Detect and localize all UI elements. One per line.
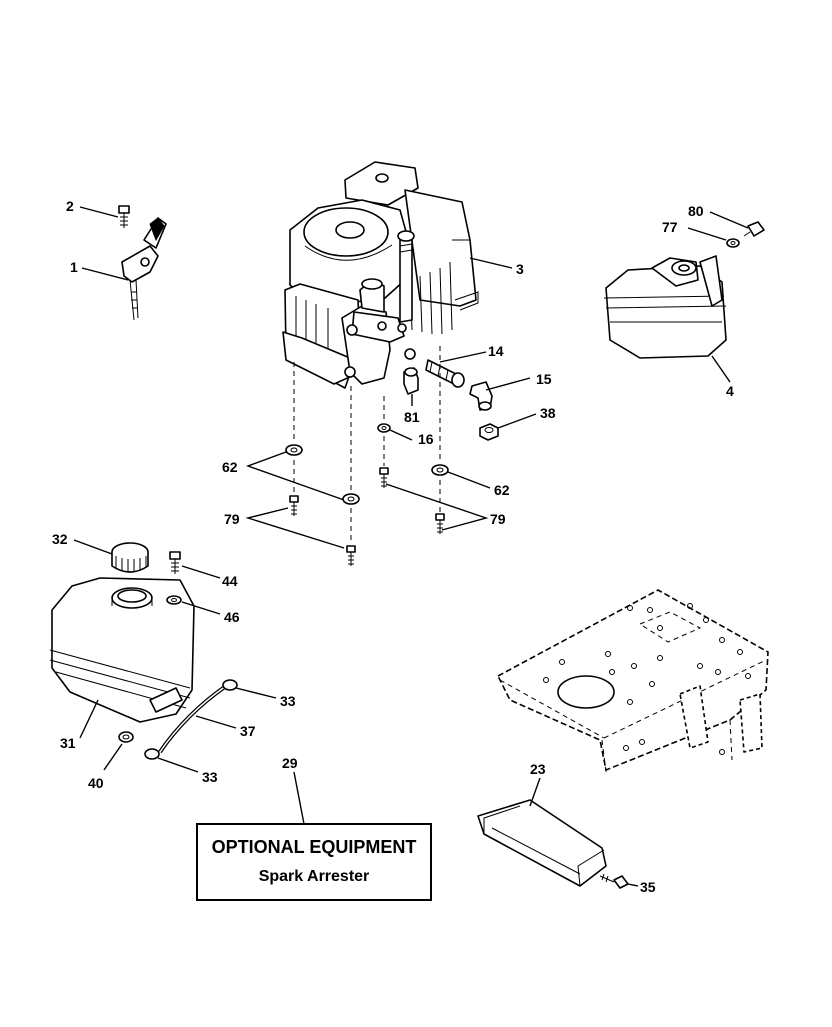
callout-23: 23	[530, 761, 546, 777]
leader-33b	[157, 757, 199, 773]
callout-62a: 62	[222, 459, 238, 475]
washer-16-part	[377, 423, 391, 433]
callout-4: 4	[726, 383, 734, 399]
callout-79b: 79	[490, 511, 506, 527]
fuel-line-37-part	[158, 684, 228, 754]
chassis-frame-part	[497, 589, 769, 773]
callout-62b: 62	[494, 482, 510, 498]
leader-35	[627, 883, 639, 887]
leader-40	[103, 743, 123, 771]
heat-shield-part	[477, 799, 607, 887]
leader-32	[73, 539, 113, 555]
leader-44	[181, 565, 221, 579]
spark-arrester-label: Spark Arrester	[258, 868, 370, 885]
elbow-15-part	[469, 381, 493, 411]
callout-14: 14	[488, 343, 504, 359]
leader-23	[529, 777, 541, 807]
fuel-tank-part	[49, 577, 195, 723]
leader-15	[485, 377, 531, 391]
engine-part	[282, 161, 479, 389]
optional-equipment-title: OPTIONAL EQUIPMENT	[211, 837, 417, 857]
throttle-control-part	[121, 217, 167, 321]
callout-29: 29	[282, 755, 298, 771]
callout-3: 3	[516, 261, 524, 277]
fitting-81-part	[403, 367, 419, 395]
bolt-80-part	[743, 221, 765, 237]
leader-79a	[245, 507, 345, 549]
leader-79b	[385, 483, 489, 531]
callout-79a: 79	[224, 511, 240, 527]
callout-46: 46	[224, 609, 240, 625]
leader-29	[293, 771, 305, 825]
screw-2-part	[118, 205, 130, 228]
leader-62a	[245, 451, 345, 501]
callout-33a: 33	[280, 693, 296, 709]
optional-equipment-box: OPTIONAL EQUIPMENT Spark Arrester	[196, 823, 432, 901]
leader-46	[181, 601, 221, 615]
leader-3	[469, 257, 513, 269]
leader-77	[687, 227, 727, 241]
callout-38: 38	[540, 405, 556, 421]
leader-33a	[235, 687, 277, 699]
leader-14	[439, 351, 487, 363]
callout-31: 31	[60, 735, 76, 751]
callout-15: 15	[536, 371, 552, 387]
screw-35-part	[599, 873, 629, 889]
leader-2	[79, 206, 119, 218]
callout-40: 40	[88, 775, 104, 791]
washer-77-part	[726, 238, 740, 248]
callout-81: 81	[404, 409, 420, 425]
callout-80: 80	[688, 203, 704, 219]
fuel-fitting-14-part	[425, 359, 465, 388]
callout-32: 32	[52, 531, 68, 547]
callout-1: 1	[70, 259, 78, 275]
leader-62b	[447, 471, 491, 489]
callout-35: 35	[640, 879, 656, 895]
mounting-hardware	[285, 346, 449, 566]
washer-46-part	[166, 595, 182, 605]
screw-44-part	[169, 551, 181, 574]
clamp-33b-part	[144, 748, 160, 760]
callout-77: 77	[662, 219, 678, 235]
callout-44: 44	[222, 573, 238, 589]
fuel-cap-32-part	[111, 542, 149, 573]
leader-4	[711, 355, 731, 383]
callout-37: 37	[240, 723, 256, 739]
leader-31	[79, 699, 99, 739]
muffler-part	[603, 255, 727, 359]
callout-16: 16	[418, 431, 434, 447]
leader-80	[709, 211, 749, 229]
leader-37	[195, 715, 237, 729]
callout-2: 2	[66, 198, 74, 214]
leader-38	[497, 413, 537, 429]
leader-1	[81, 267, 129, 281]
bushing-40-part	[118, 731, 134, 743]
leader-16	[389, 429, 413, 441]
clamp-33a-part	[222, 679, 238, 691]
nut-38-part	[479, 423, 499, 441]
callout-33b: 33	[202, 769, 218, 785]
